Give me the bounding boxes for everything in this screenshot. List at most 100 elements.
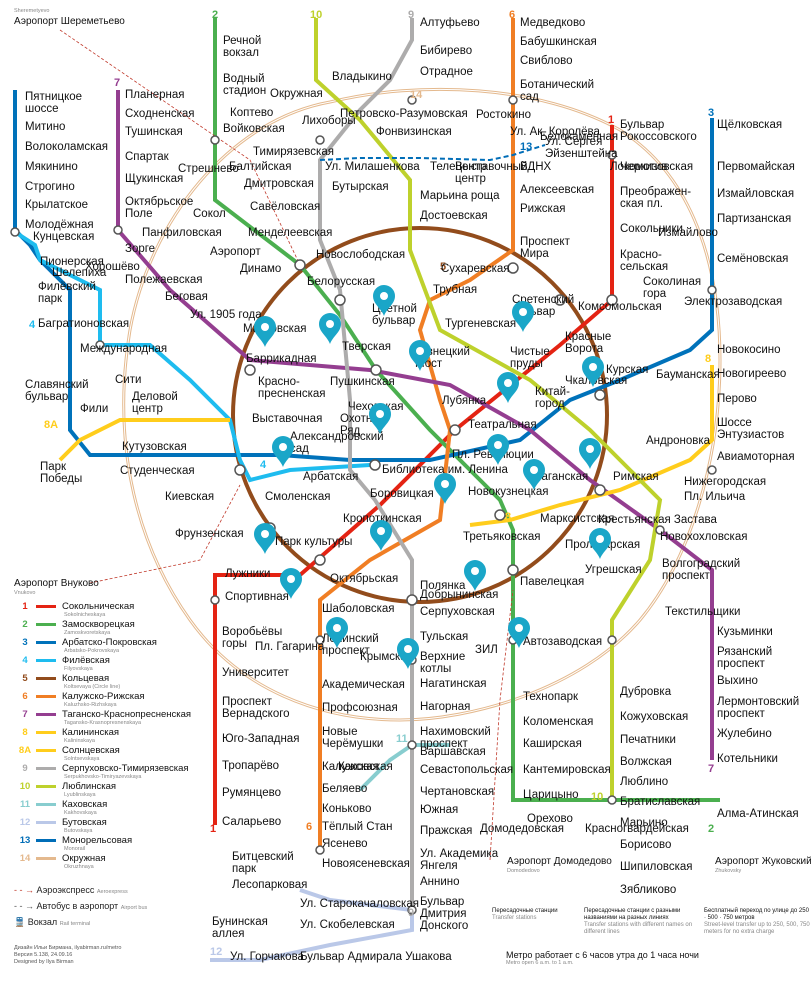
station-третьяковская-label[interactable]: Третьяковская [463,531,540,543]
location-pin-icon[interactable] [589,528,611,559]
station-октябрьское-поле-label[interactable]: Поле [125,208,153,220]
station-полежаевская-label[interactable]: Полежаевская [125,274,203,286]
station-римская-label[interactable]: Римская [613,471,659,483]
location-pin-icon[interactable] [319,313,341,344]
station-авиамоторная-label[interactable]: Авиамоторная [717,451,795,463]
station-славянский-бульвар-label[interactable]: бульвар [25,391,68,403]
station-театральная-label[interactable]: Театральная [468,419,537,431]
station-чистые-пруды-label[interactable]: пруды [510,358,543,370]
station-ул-академика-королёва-label[interactable]: Ул. Ак. Королёва [510,126,600,138]
station-октябрьская-label[interactable]: Октябрьская [330,573,398,585]
station-воробьёвы-горы-label[interactable]: Воробьёвы [222,626,282,638]
station-щёлковская-label[interactable]: Щёлковская [717,119,782,131]
station-стрешнево-label[interactable]: Стрешнево [178,163,239,175]
location-pin-icon[interactable] [582,356,604,387]
station-кантемировская-label[interactable]: Кантемировская [523,764,611,776]
station-ул-1905-года-label[interactable]: Ул. 1905 года [190,309,262,321]
station-новогиреево-label[interactable]: Новогиреево [717,368,786,380]
station-шелепиха-label[interactable]: Шелепиха [52,267,107,279]
station-филёвский-парк-label[interactable]: парк [38,293,63,305]
station-электрозаводская-label[interactable]: Электрозаводская [684,296,782,308]
station-достоевская-label[interactable]: Достоевская [420,210,488,222]
station-зил-label[interactable]: ЗИЛ [475,644,498,656]
station-бульвар-рокоссовского-label[interactable]: Рокоссовского [620,131,697,143]
station-балтийская-label[interactable]: Балтийская [229,161,291,173]
station-румянцево-label[interactable]: Румянцево [222,787,281,799]
station-деловой-центр-label[interactable]: центр [132,403,163,415]
location-pin-icon[interactable] [272,436,294,467]
station-владыкино-label[interactable]: Владыкино [332,71,392,83]
station-белокаменная-label[interactable]: Белокаменная [540,131,618,143]
station-пионерская-label[interactable]: Пионерская [40,256,104,268]
station-славянский-бульвар-label[interactable]: Славянский [25,379,89,391]
station-марксистская-label[interactable]: Марксистская [540,513,614,525]
station-баррикадная-label[interactable]: Баррикадная [246,353,317,365]
station-бибирево-label[interactable]: Бибирево [420,45,472,57]
station-перово-label[interactable]: Перово [717,393,757,405]
station-бунинская-аллея-label[interactable]: Бунинская [212,916,268,928]
station-волгоградский-проспект-label[interactable]: проспект [662,570,711,582]
station-шоссе-энтузиастов-label[interactable]: Шоссе [717,417,752,429]
station-новослободская-label[interactable]: Новослободская [316,249,405,261]
station-парк-культуры-label[interactable]: Парк культуры [275,536,352,548]
station-полянка-label[interactable]: Полянка [420,580,466,592]
station-новохохловская-label[interactable]: Новохохловская [660,531,747,543]
location-pin-icon[interactable] [508,617,530,648]
station-водный-стадион-label[interactable]: Водный [223,73,265,85]
location-pin-icon[interactable] [254,523,276,554]
station-фонвизинская-label[interactable]: Фонвизинская [376,126,452,138]
station-филёвский-парк-label[interactable]: Филёвский [38,281,96,293]
location-pin-icon[interactable] [373,285,395,316]
station-парк-победы-label[interactable]: Победы [40,473,82,485]
station-сити-label[interactable]: Сити [115,374,141,386]
station-волоколамская-label[interactable]: Волоколамская [25,141,108,153]
station-братиславская-label[interactable]: Братиславская [620,796,700,808]
station-воробьёвы-горы-label[interactable]: горы [222,638,247,650]
station-ясенево-label[interactable]: Ясенево [322,838,368,850]
station-проспект-вернадского-label[interactable]: Вернадского [222,708,290,720]
station-андроновка-label[interactable]: Андроновка [646,435,711,447]
station-борисово-label[interactable]: Борисово [620,839,671,851]
station-фили-label[interactable]: Фили [80,403,108,415]
station-хорошёво-label[interactable]: Хорошёво [85,261,140,273]
station-ленинский-проспект-label[interactable]: проспект [322,645,371,657]
station-каховская-label[interactable]: Каховская [338,761,393,773]
station-саларьево-label[interactable]: Саларьево [222,816,281,828]
station-павелецкая-label[interactable]: Павелецкая [520,576,584,588]
station-жулебино-label[interactable]: Жулебино [717,728,772,740]
station-университет-label[interactable]: Университет [222,667,290,679]
station-комсомольская-label[interactable]: Комсомольская [578,301,662,313]
station-сокольники-label[interactable]: Сокольники [620,223,683,235]
location-pin-icon[interactable] [512,301,534,332]
station-панфиловская-label[interactable]: Панфиловская [142,227,222,239]
station-ул-скобелевская-label[interactable]: Ул. Скобелевская [300,919,395,931]
station-кропоткинская-label[interactable]: Кропоткинская [343,513,422,525]
station-красносельская-label[interactable]: сельская [620,261,668,273]
station-международная-label[interactable]: Международная [80,343,167,355]
station-водный-стадион-label[interactable]: стадион [223,85,266,97]
station-тургеневская-label[interactable]: Тургеневская [445,318,516,330]
station-выставочная-label[interactable]: Выставочная [252,413,322,425]
station-нижегородская-label[interactable]: Нижегородская [684,476,766,488]
station-проспект-вернадского-label[interactable]: Проспект [222,696,273,708]
station-чертановская-label[interactable]: Чертановская [420,786,494,798]
station-проспект-мира-label[interactable]: Мира [520,248,549,260]
station-тверская-label[interactable]: Тверская [342,341,391,353]
station-партизанская-label[interactable]: Партизанская [717,213,791,225]
station-кузьминки-label[interactable]: Кузьминки [717,626,773,638]
station-курская-label[interactable]: Курская [606,364,648,376]
station-южная-label[interactable]: Южная [420,804,458,816]
station-свиблово-label[interactable]: Свиблово [520,55,573,67]
station-выставочный-центр-label[interactable]: Выставочный [455,161,527,173]
station-тёплый-стан-label[interactable]: Тёплый Стан [322,821,392,833]
station-ул-милашенкова-label[interactable]: Ул. Милашенкова [325,161,420,173]
station-крылатское-label[interactable]: Крылатское [25,199,88,211]
station-менделеевская-label[interactable]: Менделеевская [248,227,332,239]
station-семёновская-label[interactable]: Семёновская [717,253,788,265]
station-смоленская-label[interactable]: Смоленская [265,491,330,503]
station-ул-сергея-эйзенштейна-label[interactable]: Ул. Сергея [545,136,602,148]
station-первомайская-label[interactable]: Первомайская [717,161,795,173]
station-орехово-label[interactable]: Орехово [527,813,573,825]
station-красные-ворота-label[interactable]: Ворота [565,343,604,355]
station-добрынинская-label[interactable]: Добрынинская [420,589,498,601]
